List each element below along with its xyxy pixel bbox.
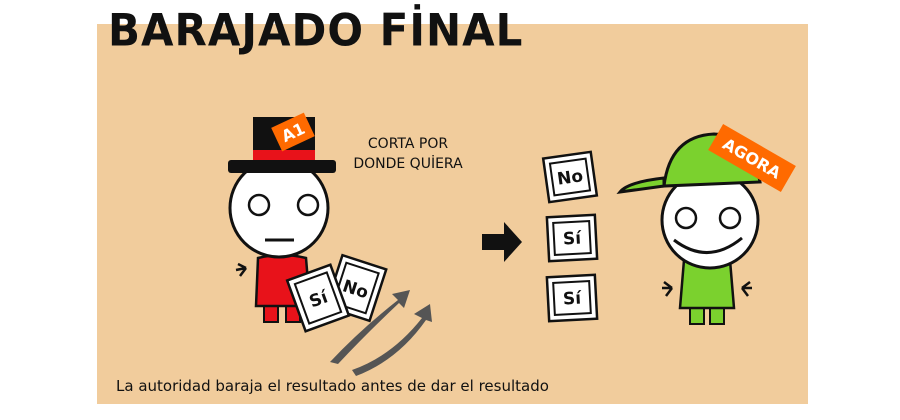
shuffle-arrows-icon: [330, 290, 432, 376]
arrow-right-icon: [482, 222, 522, 262]
speech-line-1: CORTA POR: [367, 136, 449, 152]
speech-line-2: DONDE QUİERA: [353, 156, 463, 172]
page-title: BARAJADO FİNAL: [108, 4, 524, 57]
card-no-right: No: [541, 150, 599, 204]
right-character: AGORA: [616, 124, 796, 325]
smile-mouth: [673, 236, 743, 254]
card-si-right-1: Sí: [545, 213, 599, 263]
right-eye: [718, 206, 742, 230]
card-label: Sí: [563, 228, 583, 249]
card-si-left: Sí: [285, 263, 351, 333]
left-hand-icon: [235, 262, 247, 277]
speech-text: CORTA POR DONDE QUİERA: [338, 134, 478, 174]
left-eye: [247, 193, 271, 217]
card-label: No: [556, 166, 584, 189]
card-label: Sí: [563, 288, 583, 309]
right-eye: [296, 193, 320, 217]
badge-a1: A1: [271, 112, 315, 152]
right-hand-icon: [741, 281, 752, 297]
left-eye: [674, 206, 698, 230]
right-hand-icon: [662, 281, 673, 297]
left-character: A1 No Sí: [228, 112, 432, 376]
card-si-right-2: Sí: [545, 273, 599, 323]
result-cards: No Sí Sí: [541, 150, 599, 323]
caption: La autoridad baraja el resultado antes d…: [116, 377, 549, 395]
